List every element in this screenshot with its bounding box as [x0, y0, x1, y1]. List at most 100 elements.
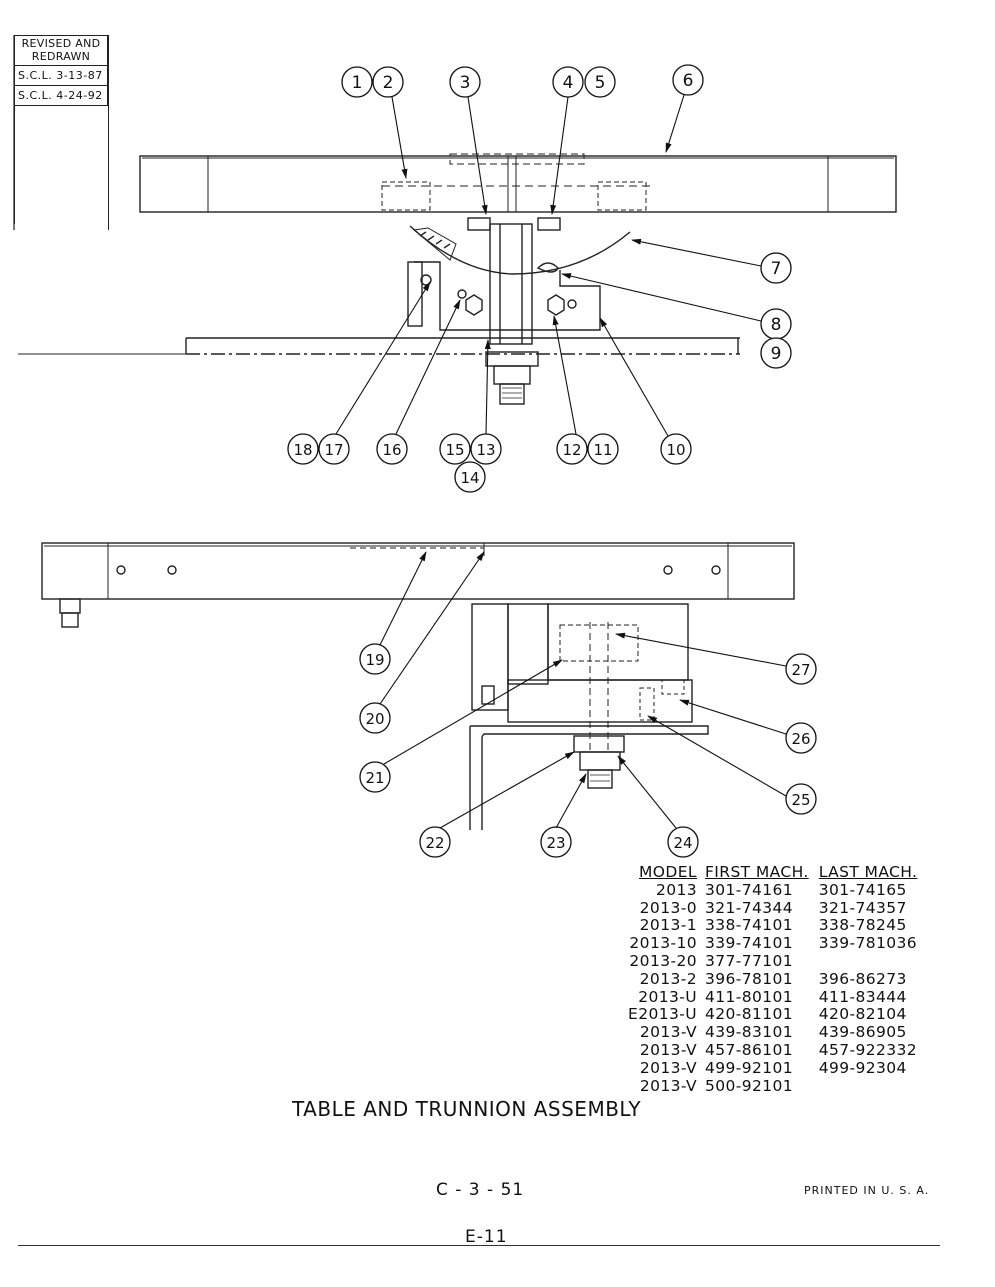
callout-bubble-5 [584, 66, 616, 98]
callout-bubble-14 [454, 461, 486, 493]
cell-last-mach [819, 1078, 928, 1096]
cell-last-mach [819, 953, 928, 971]
callout-label-24: 24 [673, 834, 692, 852]
revision-header: REVISED AND REDRAWN [14, 35, 108, 66]
callout-bubble-11 [587, 433, 619, 465]
callout-bubble-21 [359, 761, 391, 793]
table-row: 2013-V 500-92101 [628, 1076, 928, 1096]
cell-first-mach: 411-80101 [704, 987, 794, 1006]
callout-bubble-16 [376, 433, 408, 465]
table-row: 2013-V 499-92101 499-92304 [628, 1058, 927, 1078]
callout-bubble-9 [760, 337, 792, 369]
cell-first-mach: 396-78101 [704, 969, 794, 988]
cell-model: 2013-U [638, 987, 697, 1006]
cell-last-mach: 339-781036 [818, 934, 918, 953]
header-first-mach: FIRST MACH. [704, 863, 809, 881]
callout-label-26: 26 [791, 730, 810, 748]
callout-label-8: 8 [771, 315, 782, 335]
table-row: 2013 301-74161 301-74165 [628, 880, 927, 900]
callout-bubble-1 [341, 66, 373, 98]
callout-label-5: 5 [595, 73, 606, 93]
cell-first-mach: 499-92101 [704, 1058, 794, 1077]
callout-label-3: 3 [460, 73, 471, 93]
callout-label-2: 2 [383, 73, 394, 93]
callout-bubble-18 [287, 433, 319, 465]
callout-bubble-17 [318, 433, 350, 465]
cell-first-mach: 301-74161 [704, 880, 794, 899]
cell-last-mach: 420-82104 [818, 1005, 907, 1024]
header-last-mach: LAST MACH. [818, 863, 918, 881]
cell-first-mach: 439-83101 [704, 1023, 794, 1042]
cell-model: 2013-V [639, 1040, 697, 1059]
callout-bubble-12 [556, 433, 588, 465]
cell-first-mach: 321-74344 [704, 898, 794, 917]
cell-last-mach: 396-86273 [818, 969, 907, 988]
cell-first-mach: 457-86101 [704, 1040, 794, 1059]
cell-model: 2013-20 [629, 951, 697, 970]
callout-bubble-26 [785, 722, 817, 754]
callout-bubble-15 [439, 433, 471, 465]
cell-first-mach: 500-92101 [704, 1076, 794, 1095]
callout-label-17: 17 [324, 441, 343, 459]
model-serial-table: MODEL FIRST MACH. LAST MACH. 2013 301-741… [628, 863, 928, 1096]
cell-first-mach: 377-77101 [704, 951, 794, 970]
callout-label-27: 27 [791, 661, 810, 679]
cell-last-mach: 499-92304 [818, 1058, 907, 1077]
callout-label-1: 1 [352, 73, 363, 93]
callout-label-13: 13 [476, 441, 495, 459]
table-row: E2013-U 420-81101 420-82104 [628, 1006, 927, 1024]
callout-bubble-20 [359, 702, 391, 734]
cell-model: 2013-V [639, 1076, 697, 1095]
callout-label-15: 15 [445, 441, 464, 459]
printed-note: PRINTED IN U. S. A. [804, 1184, 930, 1197]
page-code: C - 3 - 51 [436, 1180, 525, 1200]
callout-bubble-6 [672, 64, 704, 96]
callout-label-6: 6 [683, 71, 694, 91]
cell-model: 2013 [655, 880, 697, 899]
callout-label-12: 12 [562, 441, 581, 459]
cell-last-mach: 321-74357 [818, 898, 907, 917]
cell-model: E2013-U [628, 1005, 697, 1024]
callout-label-16: 16 [382, 441, 401, 459]
callout-label-25: 25 [791, 791, 810, 809]
revision-block: REVISED AND REDRAWN S.C.L. 3-13-87 S.C.L… [14, 35, 109, 230]
table-row: 2013-0 321-74344 321-74357 [628, 898, 927, 918]
cell-first-mach: 420-81101 [704, 1005, 794, 1024]
callout-label-4: 4 [563, 73, 574, 93]
callout-label-9: 9 [771, 344, 782, 364]
callout-label-21: 21 [365, 769, 384, 787]
callout-bubble-27 [785, 653, 817, 685]
side-view [41, 542, 795, 830]
callout-label-11: 11 [593, 441, 612, 459]
cell-model: 2013-1 [639, 916, 697, 935]
callout-bubble-2 [372, 66, 404, 98]
callout-label-14: 14 [460, 469, 479, 487]
page-number: E-11 [465, 1227, 508, 1247]
table-row: 2013-20 377-77101 [628, 951, 928, 971]
callout-bubble-22 [419, 826, 451, 858]
cell-model: 2013-V [639, 1058, 697, 1077]
callout-bubble-19 [359, 643, 391, 675]
cell-last-mach: 439-86905 [818, 1023, 907, 1042]
cell-model: 2013-2 [639, 969, 697, 988]
cell-last-mach: 301-74165 [818, 880, 907, 899]
callout-bubble-24 [667, 826, 699, 858]
table-header-row: MODEL FIRST MACH. LAST MACH. [628, 863, 927, 882]
table-row: 2013-2 396-78101 396-86273 [628, 969, 927, 989]
callout-label-22: 22 [425, 834, 444, 852]
cell-last-mach: 338-78245 [818, 916, 907, 935]
callout-label-23: 23 [546, 834, 565, 852]
top-view [13, 35, 897, 405]
drawing-title: TABLE AND TRUNNION ASSEMBLY [292, 1097, 642, 1121]
cell-model: 2013-0 [639, 898, 697, 917]
callout-bubble-25 [785, 783, 817, 815]
footer-divider [18, 1245, 940, 1246]
cell-model: 2013-10 [629, 934, 697, 953]
callout-bubble-7 [760, 252, 792, 284]
